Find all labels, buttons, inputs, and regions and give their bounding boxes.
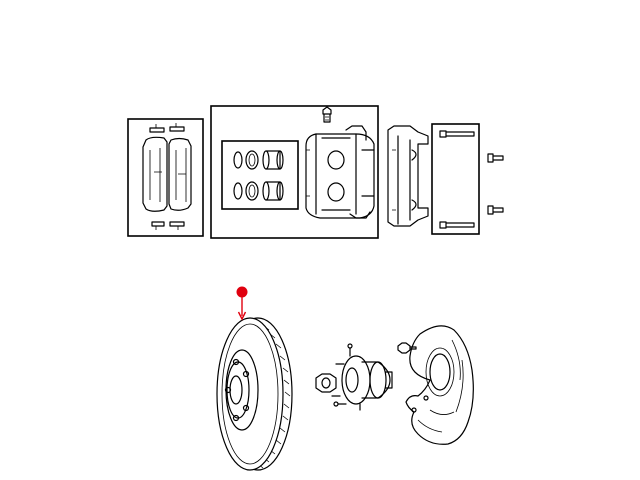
bolts-icon: [439, 130, 504, 229]
brake-pad-kit-box: [127, 118, 204, 237]
caliper-icon: [305, 106, 375, 219]
caliper-bolt-kit-group[interactable]: [431, 123, 504, 235]
rotor-icon: [216, 317, 293, 471]
caliper-box: [210, 105, 379, 239]
seal-rings-icon: [233, 150, 284, 201]
hub-bearing-group[interactable]: [315, 343, 393, 411]
disc-brake-shield-group[interactable]: [397, 325, 474, 445]
brake-pads-icon: [142, 123, 192, 230]
adapter-bracket-icon: [387, 125, 429, 227]
bolt-kit-box: [431, 123, 480, 235]
seal-kit-box: [221, 140, 299, 210]
callout-marker-icon[interactable]: [236, 286, 248, 321]
caliper-adapter-group[interactable]: [387, 125, 429, 227]
splash-shield-icon: [397, 325, 474, 445]
brake-pad-kit-group[interactable]: [127, 118, 204, 237]
brake-caliper-group[interactable]: [210, 105, 379, 239]
brake-rotor-group[interactable]: [216, 317, 293, 471]
hub-icon: [315, 343, 393, 411]
caliper-seal-kit-group[interactable]: [221, 140, 299, 210]
